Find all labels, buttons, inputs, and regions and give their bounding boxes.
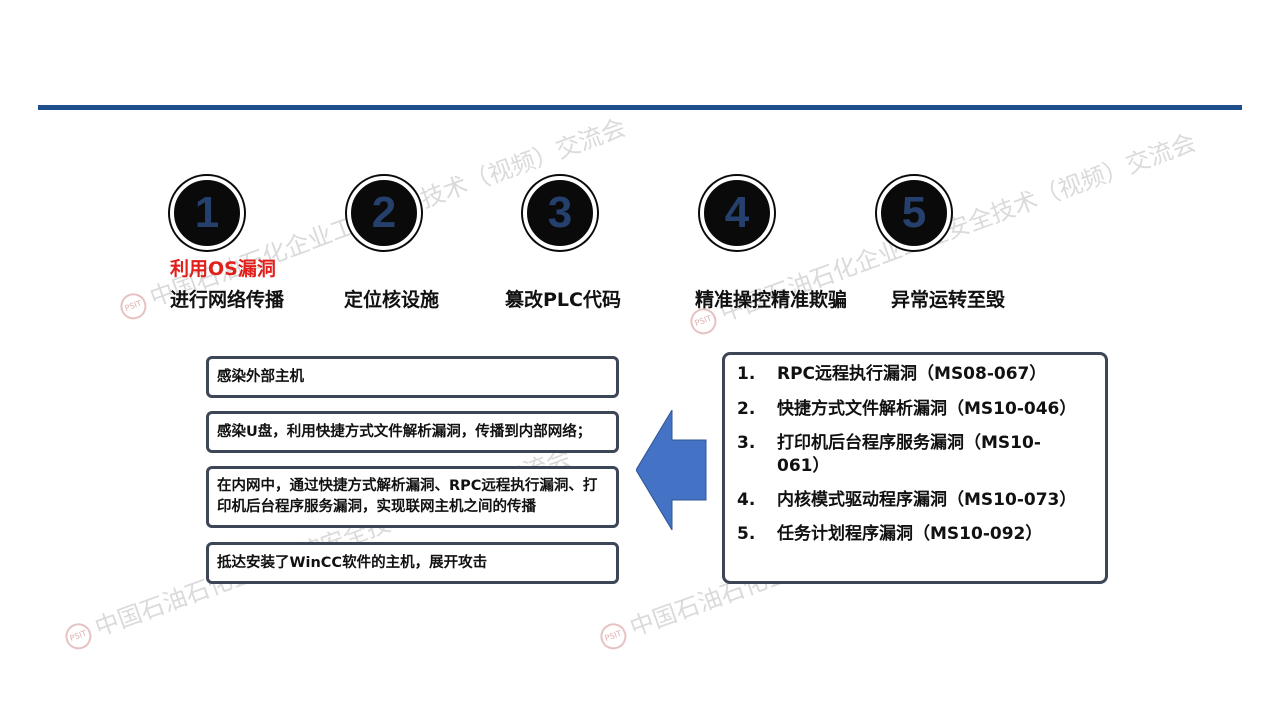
list-item: 1.RPC远程执行漏洞（MS08-067） bbox=[737, 364, 1047, 384]
propagation-step-box: 感染U盘，利用快捷方式文件解析漏洞，传播到内部网络； bbox=[206, 411, 619, 453]
propagation-step-box: 在内网中，通过快捷方式解析漏洞、RPC远程执行漏洞、打印机后台程序服务漏洞，实现… bbox=[206, 466, 619, 528]
left-arrow-icon bbox=[636, 410, 707, 530]
list-item: 2.快捷方式文件解析漏洞（MS10-046） bbox=[737, 399, 1077, 419]
step-1-circle: 1 bbox=[170, 176, 244, 250]
step-2-label: 定位核设施 bbox=[344, 289, 440, 311]
step-3-circle: 3 bbox=[523, 176, 597, 250]
step-3-label: 篡改PLC代码 bbox=[505, 289, 621, 311]
step-5-circle: 5 bbox=[877, 176, 951, 250]
step-4-circle: 4 bbox=[700, 176, 774, 250]
vulnerability-list-box: 1.RPC远程执行漏洞（MS08-067） 2.快捷方式文件解析漏洞（MS10-… bbox=[722, 352, 1108, 584]
propagation-step-box: 抵达安装了WinCC软件的主机，展开攻击 bbox=[206, 542, 619, 584]
list-item: 5.任务计划程序漏洞（MS10-092） bbox=[737, 524, 1043, 544]
watermark-logo-icon: PSIT bbox=[61, 619, 96, 654]
header-divider-line bbox=[38, 105, 1242, 110]
watermark-logo-icon: PSIT bbox=[596, 619, 631, 654]
watermark-logo-icon: PSIT bbox=[116, 289, 151, 324]
propagation-step-box: 感染外部主机 bbox=[206, 356, 619, 398]
step-2-circle: 2 bbox=[347, 176, 421, 250]
step-1-highlight: 利用OS漏洞 bbox=[170, 258, 276, 280]
list-item: 4.内核模式驱动程序漏洞（MS10-073） bbox=[737, 490, 1077, 510]
step-5-label: 异常运转至毁 bbox=[891, 289, 1006, 311]
step-4-label: 精准操控精准欺骗 bbox=[695, 289, 848, 311]
list-item: 3.打印机后台程序服务漏洞（MS10-061） bbox=[737, 433, 1041, 476]
step-1-label: 进行网络传播 bbox=[170, 289, 285, 311]
